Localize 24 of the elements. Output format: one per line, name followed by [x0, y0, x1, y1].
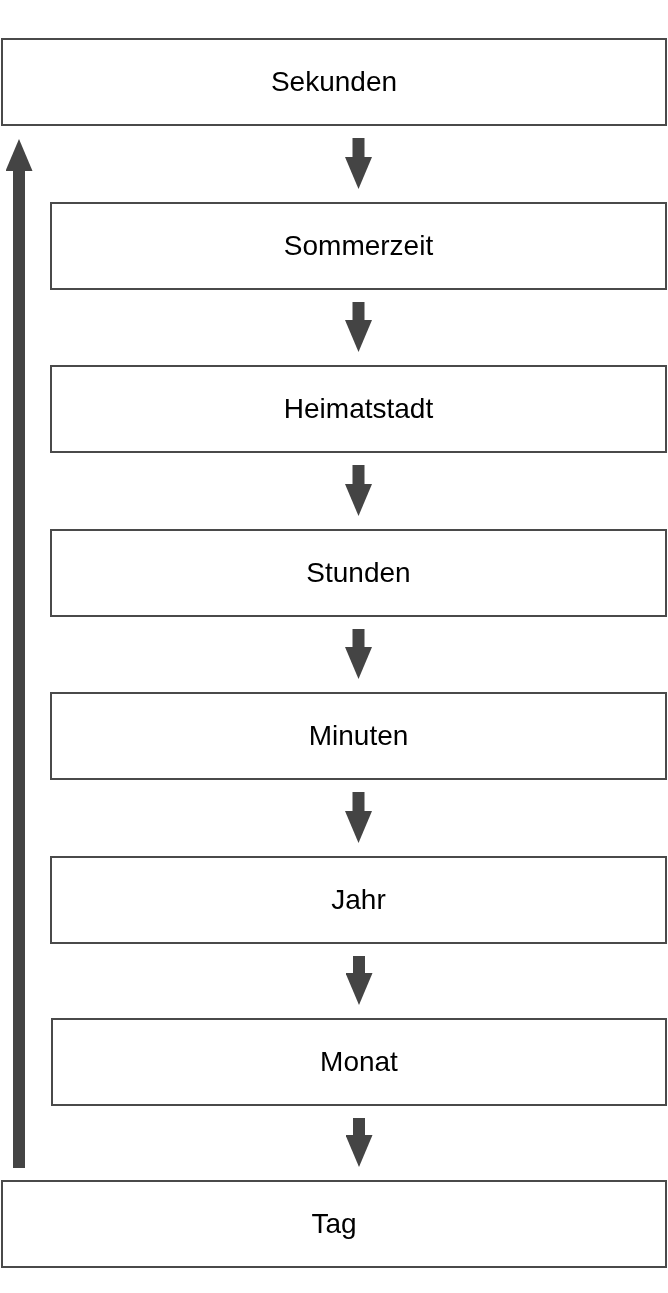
- box-label: Sekunden: [270, 65, 398, 99]
- arrow: [345, 1118, 373, 1167]
- arrow: [345, 302, 372, 352]
- arrow: [5, 139, 33, 1168]
- box-label: Monat: [320, 1045, 398, 1079]
- box-label: Tag: [311, 1207, 357, 1241]
- process-box: [51, 1018, 667, 1106]
- process-box: [1, 1180, 667, 1268]
- arrow: [345, 465, 372, 516]
- process-box: [50, 692, 667, 780]
- arrow: [345, 629, 372, 679]
- process-box: [50, 856, 667, 944]
- process-box: [1, 38, 667, 126]
- process-box: [50, 529, 667, 617]
- arrow: [345, 138, 372, 189]
- process-box: [50, 202, 667, 290]
- box-label: Heimatstadt: [283, 392, 434, 426]
- process-box: [50, 365, 667, 453]
- box-label: Sommerzeit: [283, 229, 434, 263]
- box-label: Stunden: [306, 556, 411, 590]
- box-label: Jahr: [331, 883, 386, 917]
- box-label: Minuten: [308, 719, 409, 753]
- arrow: [345, 956, 373, 1005]
- arrow: [345, 792, 372, 843]
